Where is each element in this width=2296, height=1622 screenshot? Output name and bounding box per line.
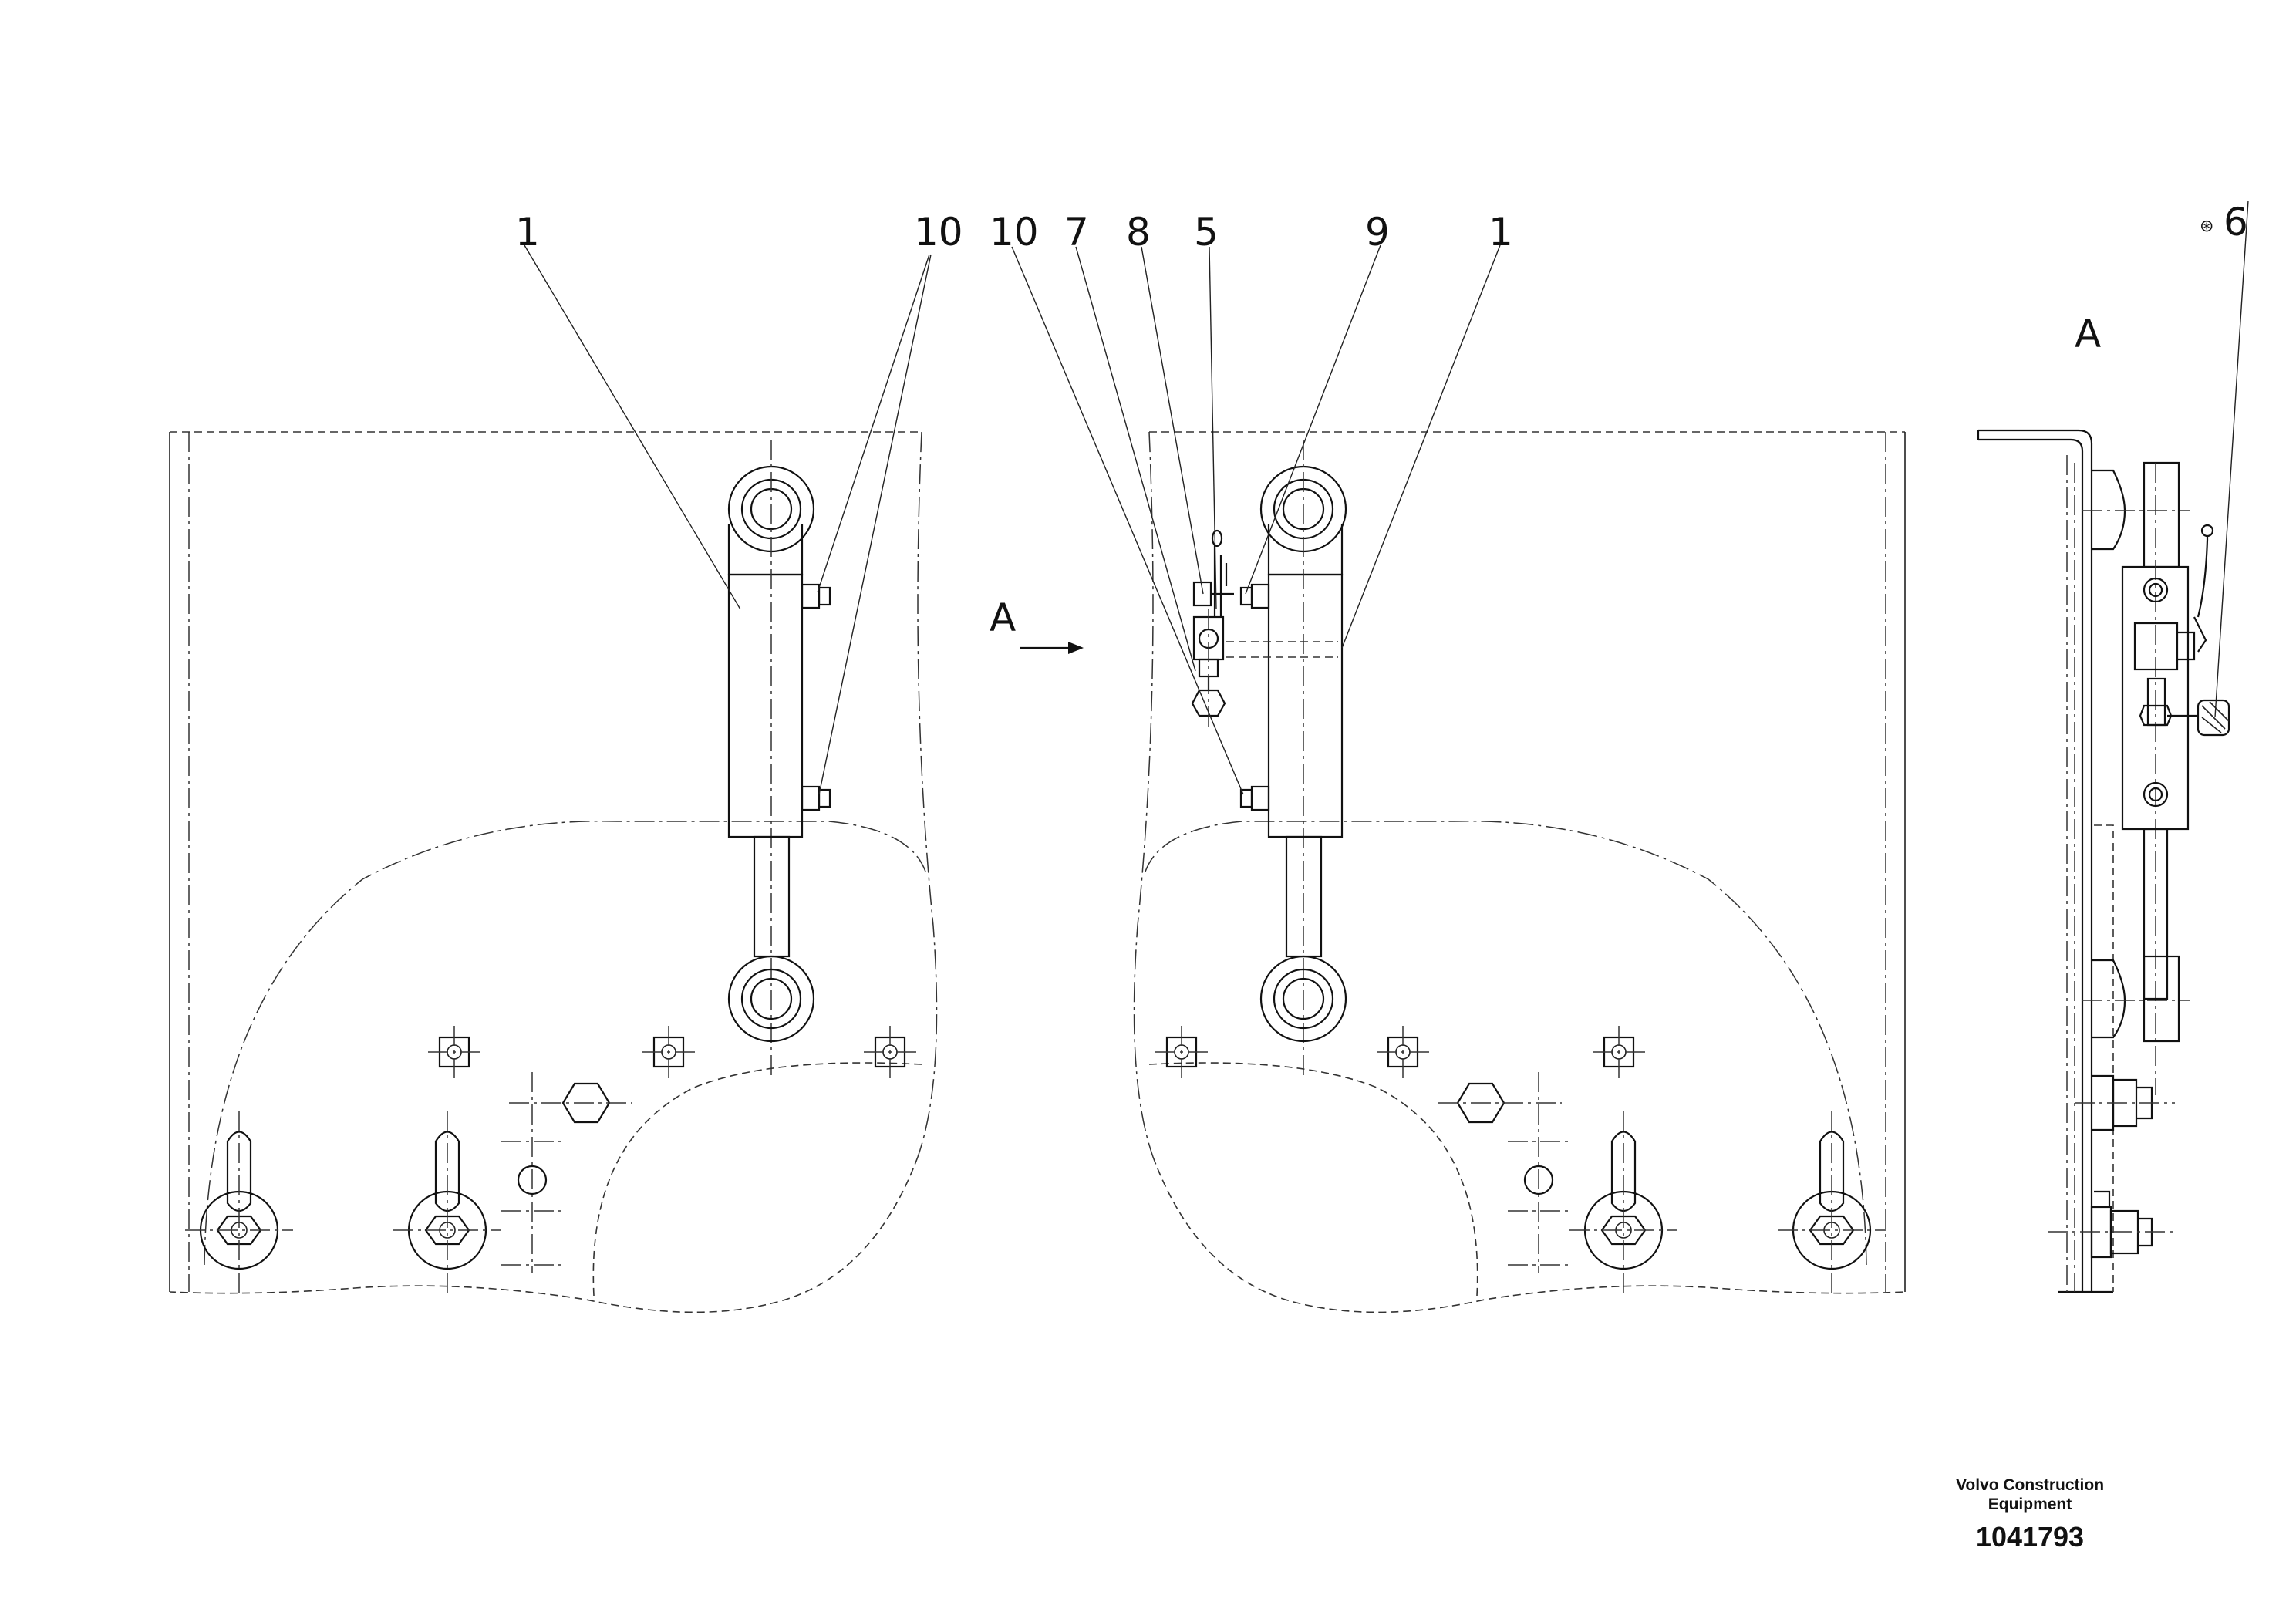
callout-right-6: 6 — [2224, 200, 2248, 244]
left-view — [169, 431, 938, 1313]
callout-mid-10: 10 — [990, 210, 1039, 255]
middle-view — [1020, 431, 1906, 1313]
title-block: Volvo Construction Equipment 1041793 — [1956, 1476, 2104, 1553]
company-name-line2: Equipment — [1988, 1496, 2072, 1513]
callout-right-6-mark: ⊛ — [2200, 217, 2213, 236]
callout-numbers: 1 10 10 7 8 5 9 1 ⊛ 6 — [515, 200, 2248, 255]
callout-mid-8: 8 — [1126, 210, 1151, 255]
company-name-line1: Volvo Construction — [1956, 1476, 2104, 1494]
slot-bosses-left — [185, 1111, 501, 1296]
callout-mid-9: 9 — [1365, 210, 1390, 255]
section-view-label: A — [2075, 312, 2101, 356]
slot-bosses-middle — [1569, 1111, 1886, 1296]
callout-left-10: 10 — [914, 210, 963, 255]
valve-assembly — [1191, 529, 1234, 729]
square-bolts-middle — [1155, 1026, 1647, 1080]
hydraulic-cylinder-left — [727, 440, 831, 1080]
callout-mid-7: 7 — [1064, 210, 1089, 255]
view-arrow-label: A — [990, 595, 1016, 640]
callout-left-1: 1 — [515, 210, 540, 255]
square-bolts-left — [428, 1026, 918, 1080]
document-number: 1041793 — [1976, 1521, 2084, 1553]
right-view-a — [1977, 429, 2230, 1293]
view-arrow-a — [1020, 642, 1084, 654]
callout-mid-1: 1 — [1489, 210, 1513, 255]
hydraulic-cylinder-middle — [1226, 440, 1347, 1080]
leader-lines — [524, 200, 2249, 795]
callout-mid-5: 5 — [1194, 210, 1219, 255]
